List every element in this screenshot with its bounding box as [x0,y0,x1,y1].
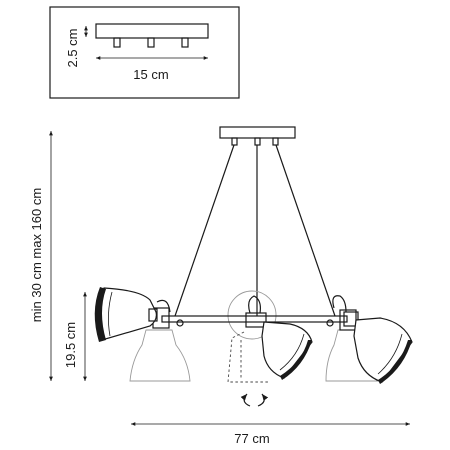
shade-left-neck [148,308,158,322]
arm-knob-right [326,319,334,327]
height-range-label: min 30 cm max 160 cm [29,188,44,322]
arm-knob-left [176,319,184,327]
ghost-shade-left [129,329,191,382]
shade-center [245,295,313,380]
inset-height-label: 2.5 cm [65,28,80,67]
canopy-stem-middle [254,137,261,146]
main-dimensions: min 30 cm max 160 cm 19.5 cm 77 cm [29,131,410,446]
total-width-label: 77 cm [234,431,269,446]
shade-left-hook [156,299,171,313]
shade-right-stripe [377,333,403,375]
inset-canopy-stem-3 [181,37,189,48]
shade-center-mount [245,312,267,328]
shade-right-rim [378,340,412,384]
canopy-and-suspension [174,126,336,317]
shade-height-label: 19.5 cm [63,322,78,368]
shade-right-body [353,317,413,383]
shade-left [94,287,171,342]
canopy-stem-left [231,137,238,146]
shade-left-body [98,287,157,341]
inset-canopy-stem-2 [147,37,155,48]
rotation-arrow-left [240,393,251,407]
shade-center-rim [280,340,312,380]
inset-canopy-stem-1 [113,37,121,48]
ghost-rotation-ring [227,290,277,340]
canopy-stem-right [272,137,279,146]
canopy-detail-inset: 2.5 cm 15 cm [49,6,240,99]
suspension-cable-right [275,144,336,317]
shade-center-stripe [279,333,305,371]
alternate-position-ghosts [129,290,379,383]
shade-left-stripe [108,291,113,337]
shade-left-rim [94,287,106,342]
inset-frame [49,6,240,99]
horizontal-arm [161,315,348,323]
shade-center-clip [248,295,261,314]
shade-right-mount [343,311,359,327]
arm-bracket-right [339,309,357,331]
inset-canopy-plate [95,23,209,39]
suspension-cable-left [174,144,235,317]
shade-right-clip [332,295,347,313]
inset-width-label: 15 cm [133,67,168,82]
shade-right [332,295,413,384]
ghost-shade-center-dashed [227,331,270,383]
rotation-arrow-right [257,393,269,407]
ceiling-canopy [219,126,296,139]
rotation-arrows-icon [240,393,269,407]
